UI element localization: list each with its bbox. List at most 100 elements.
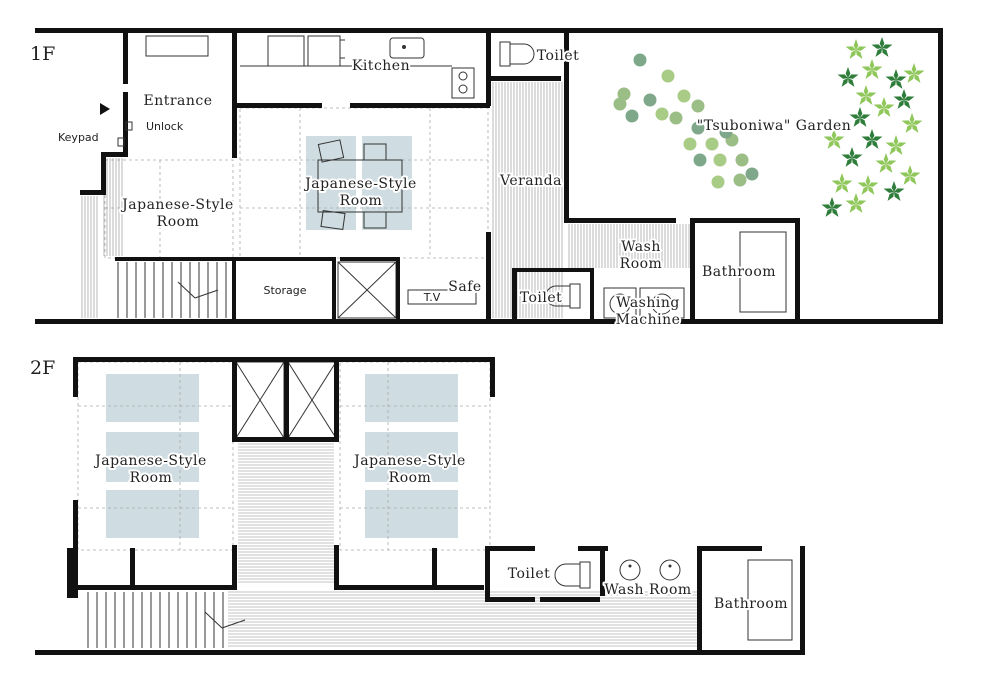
- maple-leaf-icon: [861, 59, 883, 79]
- dining-table: [317, 139, 403, 231]
- maple-leaf-icon: [821, 197, 843, 217]
- bathtub-2f: [747, 559, 793, 641]
- garden-stone: [633, 53, 647, 67]
- label-jp-room-2f-right-line2: Room: [389, 470, 432, 486]
- maple-leaf-icon: [873, 97, 895, 117]
- label-toilet-top: Toilet: [537, 48, 580, 64]
- label-toilet-2f: Toilet: [508, 566, 551, 582]
- garden-stone: [683, 137, 697, 151]
- closet-1f: [337, 261, 397, 319]
- stairs-2f: [87, 592, 246, 648]
- maple-leaf-icon: [885, 135, 907, 155]
- label-jp-room-2f-left-line1: Japanese-Style: [93, 453, 207, 469]
- label-keypad: Keypad: [58, 131, 99, 144]
- label-jp-room-1f-left-line1: Japanese-Style: [120, 197, 234, 213]
- bathtub-1f: [739, 231, 787, 313]
- label-bathroom-1f: Bathroom: [702, 264, 776, 280]
- label-safe: Safe: [448, 279, 481, 295]
- tv-stand: [407, 289, 477, 305]
- garden-stone: [745, 167, 759, 181]
- stair-arrow: [177, 281, 196, 299]
- garden-stone: [625, 109, 639, 123]
- label-wash-room-1f-line2: Room: [620, 256, 663, 272]
- label-unlock: Unlock: [146, 120, 184, 133]
- label-jp-room-1f-center-line2: Room: [340, 193, 383, 209]
- label-wash-room-2f: Wash Room: [604, 582, 691, 598]
- maple-leaf-icon: [901, 113, 923, 133]
- garden-stone: [705, 137, 719, 151]
- tsuboniwa-garden: [613, 37, 925, 217]
- maple-leaf-icon: [845, 39, 867, 59]
- tatami-1f-center: [306, 136, 412, 230]
- garden-stone: [711, 175, 725, 189]
- garden-stone: [677, 89, 691, 103]
- washing-machines: [603, 287, 685, 319]
- stair-arrow: [204, 611, 223, 629]
- left-strip-floor: [81, 158, 123, 318]
- toilet-2f-fixture: [554, 561, 591, 589]
- garden-stone: [713, 153, 727, 167]
- maple-leaf-icon: [845, 193, 867, 213]
- maple-leaf-icon: [885, 69, 907, 89]
- keypad-icon: [117, 137, 125, 147]
- maple-leaf-icon: [831, 173, 853, 193]
- wash-basins-2f: [619, 559, 681, 581]
- label-veranda: Veranda: [499, 173, 562, 189]
- corridor-floor-2f: [228, 591, 697, 647]
- maple-leaf-icon: [875, 153, 897, 173]
- garden-stone: [691, 99, 705, 113]
- stairs-1f: [117, 262, 227, 318]
- tatami-2f: [106, 374, 458, 538]
- maple-leaf-icon: [857, 175, 879, 195]
- maple-leaf-icon: [883, 181, 905, 201]
- unlock-sensor-icon: [125, 121, 133, 131]
- label-garden: "Tsuboniwa" Garden: [697, 118, 852, 134]
- toilet-bottom-fixture: [545, 283, 581, 309]
- label-washing-machine-line2: Machine: [616, 312, 681, 328]
- garden-stone: [719, 125, 733, 139]
- maple-leaf-icon: [837, 67, 859, 87]
- label-entrance: Entrance: [143, 93, 212, 109]
- label-jp-room-2f-right-line1: Japanese-Style: [352, 453, 466, 469]
- garden-stone: [691, 121, 705, 135]
- maple-leaf-icon: [861, 129, 883, 149]
- toilet-top-fixture: [499, 41, 535, 67]
- maple-leaf-icon: [855, 85, 877, 105]
- entrance-arrow-icon: [100, 103, 110, 115]
- garden-stone: [617, 87, 631, 101]
- garden-stone: [733, 173, 747, 187]
- second-floor: 2F: [30, 357, 805, 655]
- stair-arrow: [221, 619, 246, 629]
- garden-stone: [643, 93, 657, 107]
- garden-stone: [613, 97, 627, 111]
- floor-label-2f: 2F: [30, 357, 55, 379]
- hallway-floor-2f: [238, 443, 334, 583]
- label-toilet-bottom: Toilet: [520, 290, 563, 306]
- maple-leaf-icon: [903, 63, 925, 83]
- garden-stone: [693, 153, 707, 167]
- stair-arrow: [194, 289, 219, 299]
- walls-1f: [35, 28, 943, 324]
- garden-stone: [661, 69, 675, 83]
- label-jp-room-2f-left-line2: Room: [130, 470, 173, 486]
- label-wash-room-1f-line1: Wash: [621, 239, 661, 255]
- first-floor: 1F: [30, 28, 943, 330]
- maple-leaf-icon: [849, 107, 871, 127]
- label-washing-machine-line1: Washing: [616, 295, 680, 311]
- maple-leaf-icon: [899, 165, 921, 185]
- maple-leaf-icon: [893, 89, 915, 109]
- label-storage: Storage: [263, 284, 306, 297]
- label-jp-room-1f-center-line1: Japanese-Style: [303, 176, 417, 192]
- label-bathroom-2f: Bathroom: [714, 596, 788, 612]
- walls-2f: [35, 357, 805, 655]
- garden-stone: [735, 153, 749, 167]
- shoe-cabinet: [145, 35, 209, 57]
- garden-stone: [655, 107, 669, 121]
- kitchen-fixtures: [240, 35, 475, 99]
- label-tv: T.V: [423, 291, 441, 304]
- maple-leaf-icon: [841, 147, 863, 167]
- floor-label-1f: 1F: [30, 43, 55, 65]
- maple-leaf-icon: [823, 129, 845, 149]
- garden-stone: [669, 111, 683, 125]
